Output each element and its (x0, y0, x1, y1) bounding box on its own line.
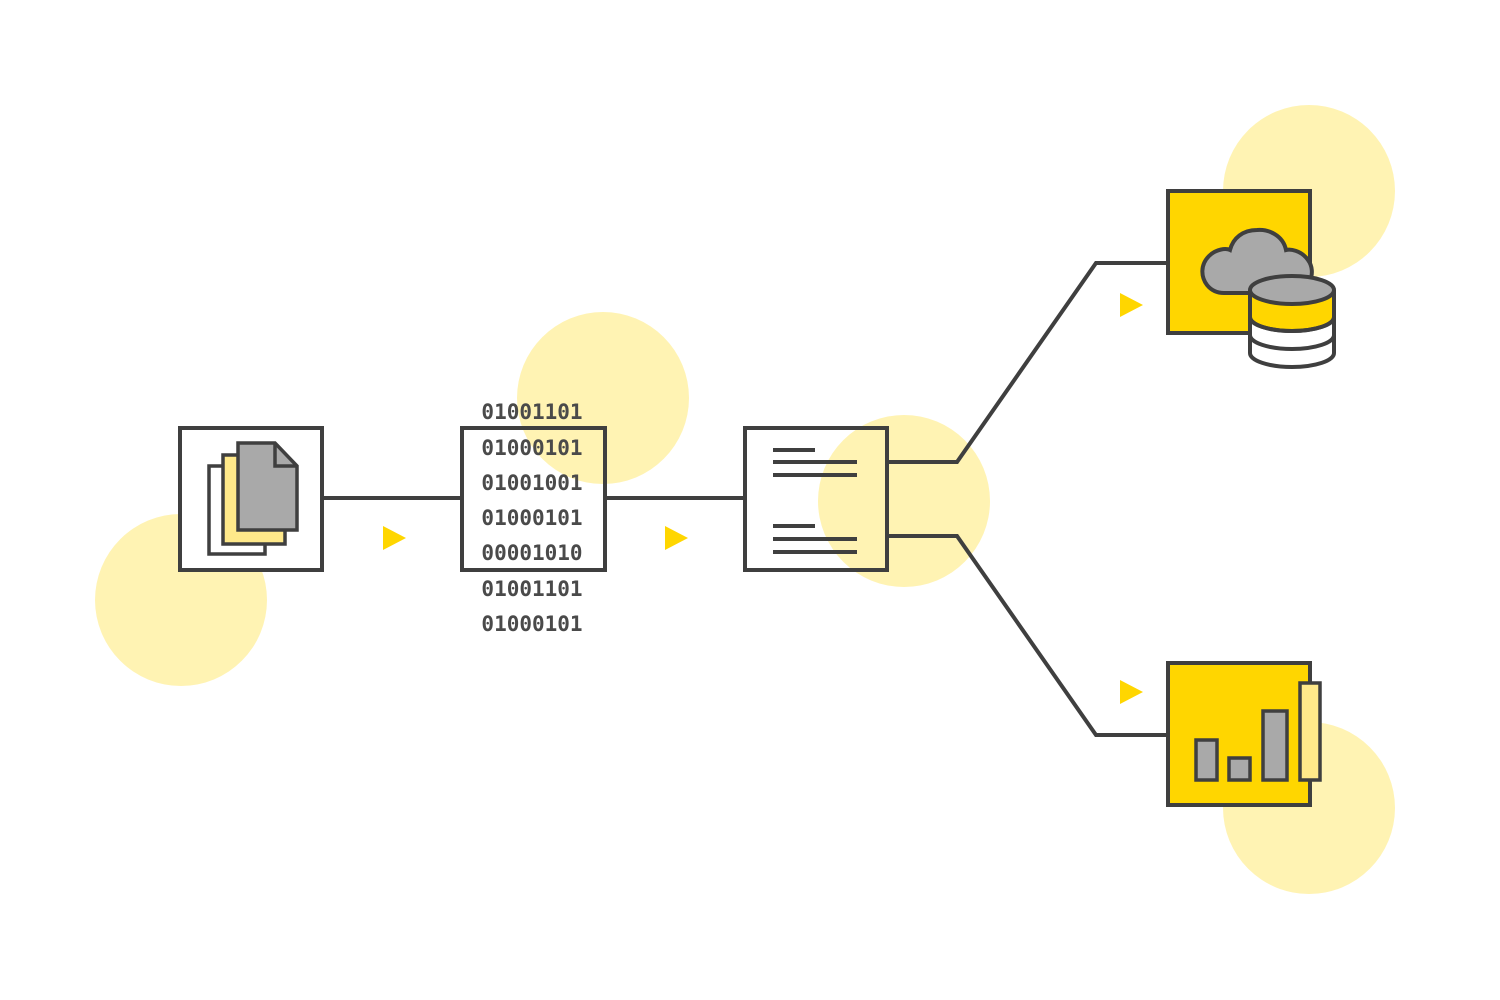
binary-line: 01000101 (481, 436, 582, 460)
arrow-right-icon (383, 526, 406, 550)
connector-parser-analytics (887, 534, 1168, 737)
text-document-icon (773, 448, 857, 554)
database-icon (1248, 274, 1336, 369)
storage-node (1166, 189, 1336, 369)
encoder-node-frame (460, 426, 607, 572)
document-stack-icon (207, 441, 299, 556)
encoder-node: 01001101 01000101 01001001 01000101 0000… (460, 400, 607, 636)
arrow-right-icon (1120, 680, 1143, 704)
arrow-right-icon (1120, 293, 1143, 317)
cloud-database-icon (1200, 227, 1336, 369)
analytics-node (1166, 661, 1322, 807)
binary-line: 01000101 (481, 612, 582, 636)
binary-line: 01001101 (481, 400, 582, 424)
connector-parser-storage (887, 261, 1168, 464)
arrow-right-icon (665, 526, 688, 550)
source-node (178, 426, 324, 572)
parser-node (743, 426, 889, 572)
bar-chart-icon (1194, 681, 1322, 782)
parser-node-frame (743, 426, 889, 572)
decor-circle-encoder (517, 312, 689, 484)
binary-line: 00001010 (481, 541, 582, 565)
binary-line: 01000101 (481, 506, 582, 530)
binary-line: 01001101 (481, 577, 582, 601)
binary-line: 01001001 (481, 471, 582, 495)
binary-data-icon: 01001101 01000101 01001001 01000101 0000… (481, 400, 582, 636)
flow-arrows (383, 293, 1143, 704)
decor-circle-parser (818, 415, 990, 587)
connectors (322, 261, 1168, 737)
